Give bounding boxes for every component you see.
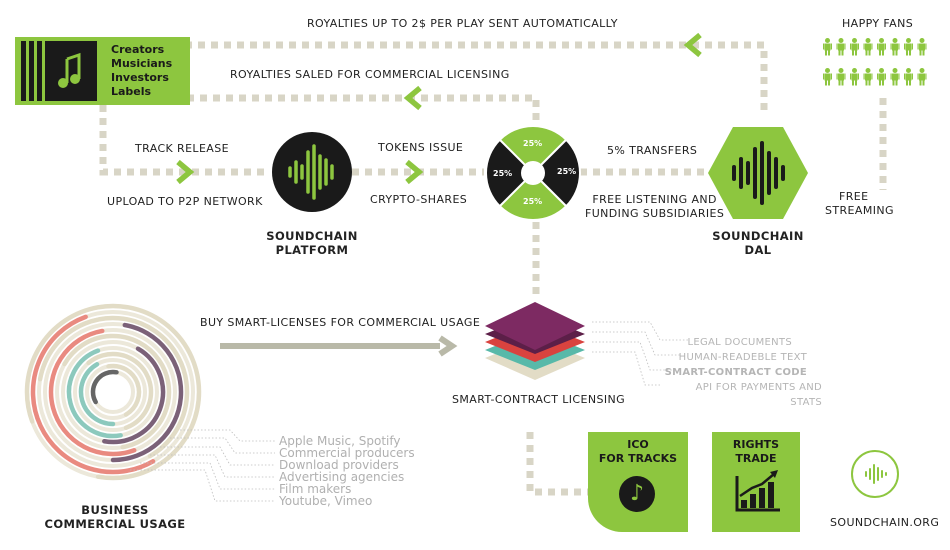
chevron-release xyxy=(176,159,195,185)
release-path xyxy=(99,105,270,176)
rights-card: RIGHTS TRADE xyxy=(712,432,800,532)
ring-arc xyxy=(78,362,116,427)
upload-p2p-label: UPLOAD TO P2P NETWORK xyxy=(107,195,263,208)
pie-slice-left xyxy=(485,138,535,208)
platform-label: SOUNDCHAIN PLATFORM xyxy=(262,229,362,257)
dal-line2: DAL xyxy=(744,243,772,257)
buy-licenses-label: BUY SMART-LICENSES FOR COMMERCIAL USAGE xyxy=(200,316,481,329)
website-link[interactable]: SOUNDCHAIN.ORG xyxy=(830,516,940,529)
ring-arc xyxy=(110,322,184,463)
rights-line2: TRADE xyxy=(735,452,777,465)
free-streaming-line1: FREE xyxy=(839,190,869,203)
pie-slice-right xyxy=(531,138,581,208)
crypto-shares-label: CRYPTO-SHARES xyxy=(370,193,468,206)
business-label: BUSINESS COMMERCIAL USAGE xyxy=(40,503,190,531)
platform-line2: PLATFORM xyxy=(275,243,349,257)
pie-center-hole xyxy=(521,161,545,185)
rights-line1: RIGHTS xyxy=(732,438,780,451)
license-layers: LEGAL DOCUMENTS HUMAN-READEBLE TEXT SMAR… xyxy=(662,335,822,410)
license-to-ico-path xyxy=(526,432,588,496)
ring-arc xyxy=(66,348,123,439)
license-layer-item: HUMAN-READEBLE TEXT xyxy=(678,352,807,363)
track-release-label: TRACK RELEASE xyxy=(135,142,229,155)
soundchain-logo-icon xyxy=(851,450,899,498)
business-list-item: Apple Music, Spotify xyxy=(279,434,401,448)
free-listening-line1: FREE LISTENING AND xyxy=(592,193,717,206)
second-royalties-label: ROYALTIES SALED FOR COMMERCIAL LICENSING xyxy=(230,68,510,81)
music-note-icon: ♪ xyxy=(619,476,655,512)
business-list-item: Commercial producers xyxy=(279,446,415,460)
smart-contract-stack xyxy=(480,300,590,382)
ring-arc xyxy=(48,328,137,457)
pie-slice-label-right: 25% xyxy=(557,167,577,176)
happy-fans-label: HAPPY FANS xyxy=(842,17,914,30)
ico-line2: FOR TRACKS xyxy=(598,452,678,465)
top-royalties-label: ROYALTIES UP TO 2$ PER PLAY SENT AUTOMAT… xyxy=(307,17,618,30)
pie-slice-top xyxy=(498,125,568,175)
chevron-top xyxy=(683,32,702,58)
music-app-icon xyxy=(15,37,103,105)
platform-logo xyxy=(272,132,352,212)
business-list-item: Youtube, Vimeo xyxy=(279,494,373,508)
ico-line1: ICO xyxy=(627,438,649,451)
platform-line1: SOUNDCHAIN xyxy=(266,229,358,243)
ico-card: ICO FOR TRACKS ♪ xyxy=(588,432,688,532)
business-line1: BUSINESS xyxy=(81,503,149,517)
business-list-item: Advertising agencies xyxy=(279,470,405,484)
business-list-item: Download providers xyxy=(279,458,399,472)
ring-arc xyxy=(102,346,166,445)
business-line2: COMMERCIAL USAGE xyxy=(44,517,186,531)
creators-line: Investors xyxy=(111,71,169,84)
creators-box: Creators Musicians Investors Labels xyxy=(15,37,190,105)
creators-line: Creators xyxy=(111,43,165,56)
shares-pie: 25% 25% 25% 25% xyxy=(485,125,581,221)
top-royalties-path xyxy=(190,41,768,110)
business-list: Apple Music, Spotify Commercial producer… xyxy=(279,435,415,507)
ring-arc xyxy=(30,314,156,475)
creators-line: Musicians xyxy=(111,57,173,70)
dal-label: SOUNDCHAIN DAL xyxy=(708,229,808,257)
tokens-issue-label: TOKENS ISSUE xyxy=(378,141,464,154)
ring-arc xyxy=(86,351,154,430)
ring-arc xyxy=(37,315,190,459)
dal-line1: SOUNDCHAIN xyxy=(712,229,804,243)
license-layer-item: SMART-CONTRACT CODE xyxy=(664,367,807,378)
growth-chart-icon xyxy=(735,470,780,512)
waveform-icon xyxy=(732,141,785,205)
free-listening-label: FREE LISTENING AND FUNDING SUBSIDIARIES xyxy=(585,193,724,221)
free-streaming-line2: STREAMING xyxy=(825,204,894,217)
chevron-second xyxy=(403,85,422,111)
free-streaming-label: FREE STREAMING xyxy=(825,190,894,218)
business-rings xyxy=(23,302,203,482)
license-layer-item: API FOR PAYMENTS AND STATS xyxy=(695,382,822,408)
pie-slice-bottom xyxy=(498,171,568,221)
pie-slice-label-bottom: 25% xyxy=(523,197,543,206)
dal-logo xyxy=(708,127,808,219)
chevron-tokens xyxy=(405,159,424,185)
creators-line: Labels xyxy=(111,85,152,98)
waveform-icon xyxy=(865,464,887,484)
ring-arc xyxy=(62,333,172,450)
free-listening-line2: FUNDING SUBSIDIARIES xyxy=(585,207,725,220)
pie-slice-label-left: 25% xyxy=(493,169,513,178)
smart-contract-label: SMART-CONTRACT LICENSING xyxy=(452,393,626,406)
transfers-label: 5% TRANSFERS xyxy=(607,144,698,157)
ring-arc xyxy=(106,363,142,417)
waveform-icon xyxy=(288,144,334,200)
business-list-item: Film makers xyxy=(279,482,352,496)
second-royalties-path xyxy=(190,94,540,120)
ring-arc xyxy=(90,369,119,405)
pie-slice-label-top: 25% xyxy=(523,139,543,148)
license-layer-item: LEGAL DOCUMENTS xyxy=(687,337,792,348)
